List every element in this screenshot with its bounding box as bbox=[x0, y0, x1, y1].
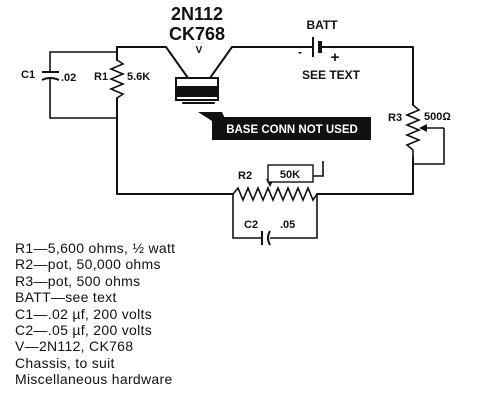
parts-list-item: R2—pot, 50,000 ohms bbox=[15, 256, 161, 273]
c2-wire bbox=[232, 194, 262, 239]
r2-resistor-symbol bbox=[232, 185, 318, 203]
r2-value-box bbox=[267, 164, 314, 183]
c2-ref: C2 bbox=[244, 219, 258, 231]
transistor-ref: V bbox=[196, 45, 203, 56]
transistor-symbol bbox=[175, 77, 219, 104]
base-note-text: BASE CONN NOT USED bbox=[226, 124, 358, 136]
parts-list-item: R1—5,600 ohms, ½ watt bbox=[15, 240, 176, 256]
c1-plate-bottom bbox=[41, 77, 60, 81]
transistor-type-line1: 2N112 bbox=[171, 4, 223, 24]
transistor-type-line2: CK768 bbox=[169, 24, 225, 44]
parts-list-item: C1—.02 µf, 200 volts bbox=[15, 305, 153, 322]
parts-list-item: V—2N112, CK768 bbox=[15, 338, 134, 355]
r3-wiper bbox=[413, 128, 445, 165]
r3-wiper-arrow bbox=[419, 124, 427, 132]
c1-wire-bottom bbox=[49, 79, 117, 119]
wire-top-right bbox=[329, 46, 414, 106]
r1-resistor-symbol bbox=[108, 59, 126, 99]
parts-list-item: R3—pot, 500 ohms bbox=[15, 272, 141, 289]
r3-ref: R3 bbox=[388, 112, 402, 124]
wire-top-left bbox=[116, 46, 167, 53]
c1-ref: C1 bbox=[21, 69, 35, 81]
parts-list-item: Chassis, to suit bbox=[15, 354, 115, 371]
lead-emitter bbox=[209, 46, 233, 79]
battery-minus-sign: - bbox=[298, 45, 302, 59]
battery-plus-sign: + bbox=[331, 49, 340, 66]
parts-list-item: BATT—see text bbox=[15, 289, 117, 306]
c1-value: .02 bbox=[61, 72, 76, 84]
r1-ref: R1 bbox=[94, 71, 108, 83]
wire-right-bottom bbox=[316, 156, 414, 195]
r2-value: 50K bbox=[280, 169, 300, 181]
r3-resistor-symbol bbox=[404, 104, 422, 157]
base-note-box bbox=[212, 117, 371, 140]
parts-list-item: C2—.05 µf, 200 volts bbox=[15, 322, 153, 339]
c1-wire bbox=[49, 51, 117, 72]
wire-left-bottom bbox=[116, 117, 234, 195]
r3-value: 500Ω bbox=[424, 111, 451, 123]
lead-collector bbox=[165, 46, 189, 79]
r2-ref: R2 bbox=[238, 170, 252, 182]
battery-symbol bbox=[306, 37, 330, 57]
parts-list-item: Miscellaneous hardware bbox=[15, 371, 173, 388]
c2-plate-right bbox=[267, 230, 271, 246]
parts-list: R1—5,600 ohms, ½ watt R2—pot, 50,000 ohm… bbox=[15, 240, 175, 388]
battery-label: BATT bbox=[306, 18, 338, 32]
c2-value: .05 bbox=[280, 219, 295, 231]
c2-wire-right bbox=[270, 194, 318, 239]
r1-value: 5.6K bbox=[127, 71, 150, 83]
battery-note: SEE TEXT bbox=[302, 68, 361, 82]
